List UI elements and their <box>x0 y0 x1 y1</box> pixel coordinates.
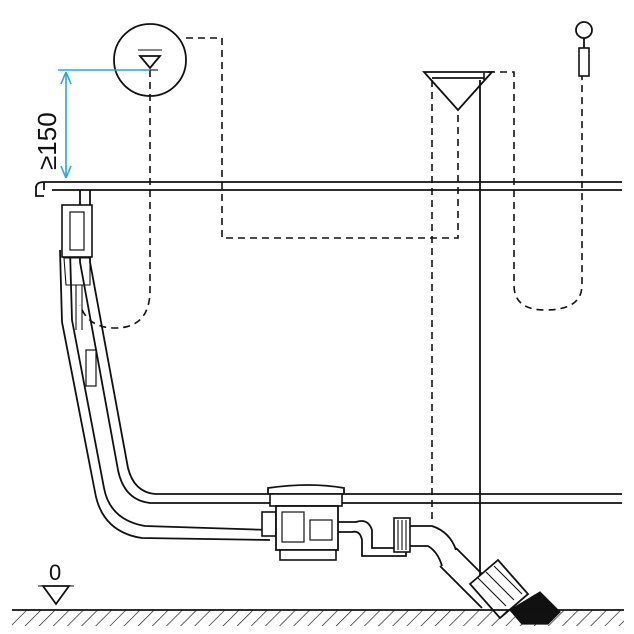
tub-wall <box>79 190 622 504</box>
overflow-hose <box>59 204 271 541</box>
height-dimension <box>58 69 150 179</box>
floor <box>12 609 624 626</box>
floor-level-marker-icon <box>38 585 74 606</box>
floor-label: 0 <box>49 560 61 585</box>
dimension-label: ≥150 <box>32 112 62 170</box>
overflow-funnel-icon <box>421 71 495 112</box>
level-dashed-loop <box>79 70 151 329</box>
drain-assembly <box>261 484 457 567</box>
level-dashed-route <box>186 37 459 239</box>
funnel-dashed-right <box>483 71 583 311</box>
tub-rim <box>35 181 622 197</box>
pull-knob-icon <box>575 21 593 77</box>
